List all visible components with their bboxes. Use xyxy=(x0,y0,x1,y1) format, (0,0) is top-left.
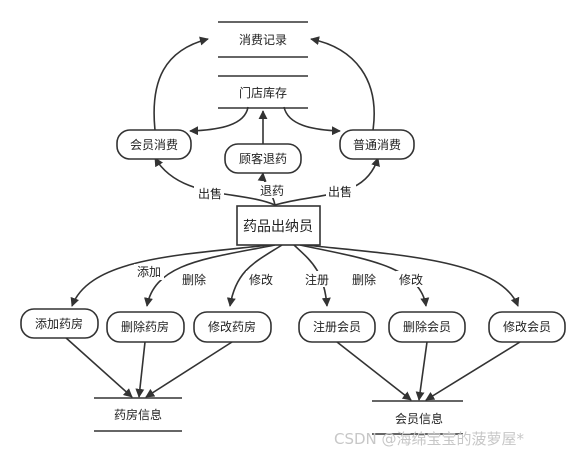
process-customer-return: 顾客退药 xyxy=(224,143,302,174)
process-add-pharmacy-label: 添加药房 xyxy=(35,316,83,331)
edge-member-to-records xyxy=(153,36,209,131)
edge-center-to-modify-pharmacy xyxy=(226,244,283,307)
process-register-member: 注册会员 xyxy=(298,311,376,343)
edge-center-to-delete-pharmacy xyxy=(144,244,276,307)
process-member-purchase-label: 会员消费 xyxy=(130,138,178,152)
edge-label-delete-pharmacy: 删除 xyxy=(182,272,206,287)
edge-modify-to-pharmacy-info xyxy=(145,341,233,398)
edge-inventory-to-member xyxy=(189,106,249,136)
store-records: 消费记录 xyxy=(218,21,308,58)
process-modify-pharmacy: 修改药房 xyxy=(193,311,272,343)
edge-label-modify-pharmacy: 修改 xyxy=(249,272,273,287)
store-pharmacy-info: 药房信息 xyxy=(94,397,182,432)
process-delete-member-label: 删除会员 xyxy=(403,319,451,334)
edge-labels: 出售 退药 出售 添加 删除 修改 注册 删除 修改 xyxy=(134,182,426,287)
edge-label-register: 注册 xyxy=(305,272,329,287)
process-modify-member: 修改会员 xyxy=(488,311,566,343)
edge-center-to-delete-member xyxy=(299,244,430,307)
process-delete-pharmacy: 删除药房 xyxy=(106,311,185,343)
process-normal-purchase-label: 普通消费 xyxy=(353,138,401,152)
process-customer-return-label: 顾客退药 xyxy=(239,151,287,166)
store-pharmacy-info-label: 药房信息 xyxy=(114,407,162,422)
edge-label-sell-left: 出售 xyxy=(198,186,222,201)
entity-pharmacy-cashier-label: 药品出纳员 xyxy=(243,219,313,235)
edge-inventory-to-normal xyxy=(283,106,341,136)
process-member-purchase: 会员消费 xyxy=(116,129,192,160)
edge-label-sell-right: 出售 xyxy=(328,184,352,199)
edge-center-to-add-pharmacy xyxy=(70,244,271,307)
process-modify-pharmacy-label: 修改药房 xyxy=(208,319,256,334)
edge-center-to-register xyxy=(293,244,331,307)
edge-label-delete-member: 删除 xyxy=(352,272,376,287)
entity-pharmacy-cashier: 药品出纳员 xyxy=(236,205,321,246)
store-member-info-label: 会员信息 xyxy=(395,411,443,426)
edge-center-to-modify-member xyxy=(304,244,520,307)
edge-label-add: 添加 xyxy=(137,265,161,279)
store-inventory-label: 门店库存 xyxy=(239,85,287,100)
store-records-label: 消费记录 xyxy=(239,33,287,47)
edge-delete-to-pharmacy-info xyxy=(135,341,146,398)
process-delete-pharmacy-label: 删除药房 xyxy=(121,319,169,334)
process-add-pharmacy: 添加药房 xyxy=(20,308,99,339)
process-modify-member-label: 修改会员 xyxy=(503,319,551,334)
process-register-member-label: 注册会员 xyxy=(313,319,361,334)
watermark-text: CSDN @海绵宝宝的菠萝屋* xyxy=(334,430,525,448)
process-delete-member: 删除会员 xyxy=(388,311,466,343)
edge-register-to-member-info xyxy=(336,341,412,401)
edge-label-return: 退药 xyxy=(260,184,284,198)
edge-label-modify-member: 修改 xyxy=(399,272,423,287)
process-normal-purchase: 普通消费 xyxy=(339,129,415,160)
store-member-info: 会员信息 xyxy=(372,400,463,435)
store-inventory: 门店库存 xyxy=(218,75,308,109)
edge-delete-to-member-info xyxy=(415,341,428,401)
edge-add-to-pharmacy-info xyxy=(64,336,133,398)
edge-modify-to-member-info xyxy=(425,341,521,401)
edge-normal-to-records xyxy=(310,36,375,131)
